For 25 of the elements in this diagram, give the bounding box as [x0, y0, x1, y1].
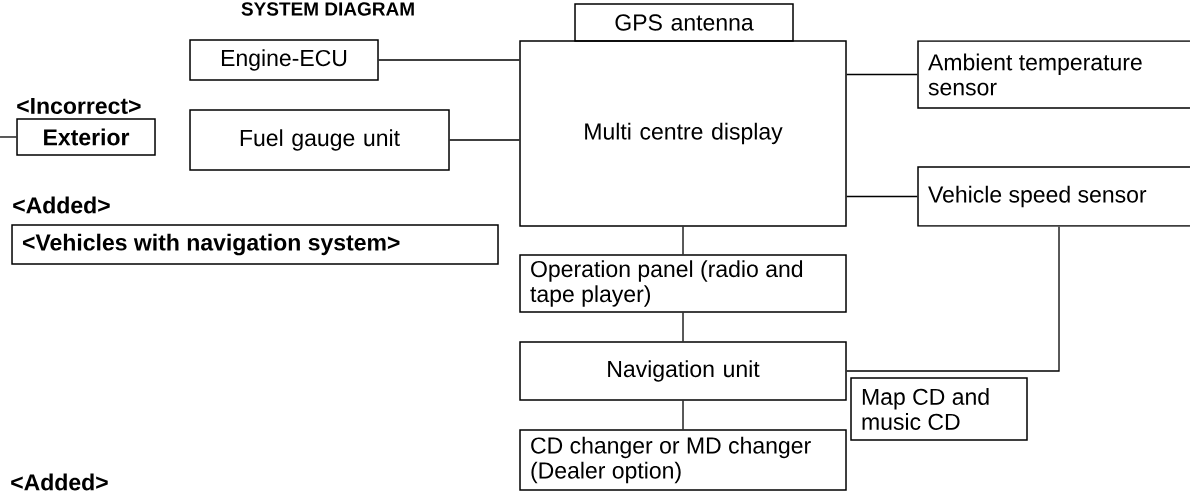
display-box: Multi centre display	[519, 40, 847, 227]
connector-line	[846, 73, 918, 76]
connector-line	[0, 136, 17, 138]
status-label: <Added>	[11, 473, 108, 491]
connector-line	[378, 59, 520, 61]
unit-box: Navigation unit	[519, 341, 847, 401]
connector-line	[682, 312, 684, 342]
sensor-box: Vehicle speed sensor	[917, 166, 1190, 227]
status-label: <Incorrect>	[17, 97, 141, 114]
unit-box: CD changer or MD changer (Dealer option)	[519, 429, 847, 491]
connector-line	[846, 195, 918, 198]
connector-line	[682, 226, 684, 255]
sensor-box: Ambient temperature sensor	[917, 40, 1190, 109]
connector-line	[682, 400, 684, 430]
connector-line	[449, 139, 520, 141]
status-label: <Added>	[13, 196, 110, 214]
unit-box: GPS antenna	[574, 3, 794, 42]
unit-box: Engine-ECU	[189, 39, 379, 81]
note-box: <Vehicles with navigation system>	[11, 224, 499, 265]
diagram-title: SYSTEM DIAGRAM	[241, 2, 414, 16]
unit-box: Fuel gauge unit	[189, 109, 450, 171]
media-box: Map CD and music CD	[850, 377, 1028, 441]
note-box: Exterior	[16, 118, 156, 156]
connector-line	[846, 226, 1060, 372]
unit-box: Operation panel (radio and tape player)	[519, 254, 847, 313]
